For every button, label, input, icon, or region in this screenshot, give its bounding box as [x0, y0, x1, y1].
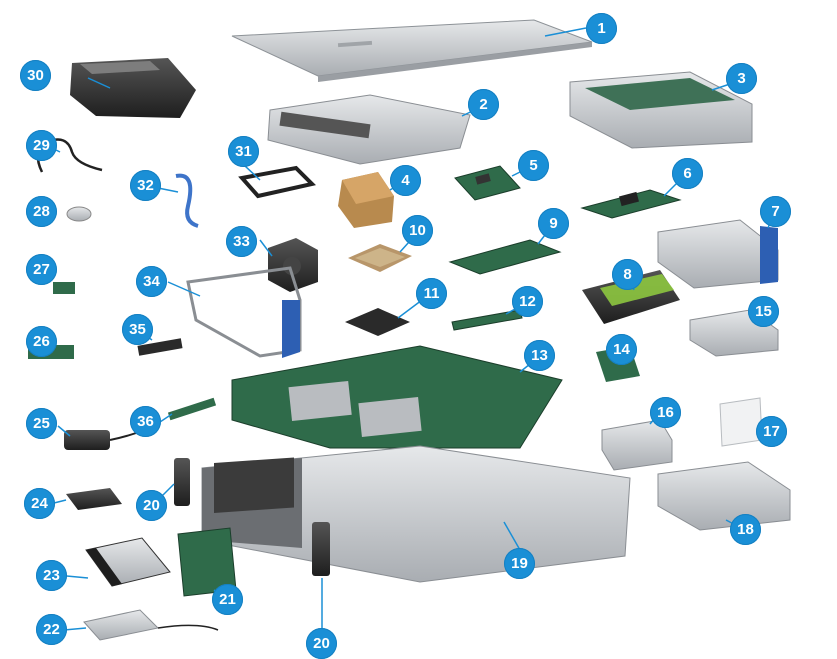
part-9-raid-card [448, 239, 562, 275]
callout-12: 12 [512, 286, 543, 317]
part-19-chassis [201, 445, 631, 583]
callout-10: 10 [402, 215, 433, 246]
part-20-rack-ear-right [312, 522, 330, 576]
callout-13: 13 [524, 340, 555, 371]
part-27-module [53, 282, 75, 294]
part-28-coin-battery [66, 206, 92, 222]
callout-22: 22 [36, 614, 67, 645]
part-8-gpu [582, 270, 680, 324]
part-1-top-cover [231, 19, 593, 82]
part-34-air-baffle [186, 266, 302, 358]
callout-11: 11 [416, 278, 447, 309]
part-36-card [167, 397, 217, 421]
callout-21: 21 [212, 584, 243, 615]
callout-20b: 20 [306, 628, 337, 659]
part-24-bracket [66, 488, 122, 510]
part-31-cpu-carrier [238, 165, 316, 199]
part-30-bracket [70, 58, 196, 118]
callout-36: 36 [130, 406, 161, 437]
callout-31: 31 [228, 136, 259, 167]
part-23-hard-drive [85, 537, 171, 587]
part-18-power-supply [657, 461, 791, 531]
part-13-motherboard [231, 345, 563, 449]
callout-19: 19 [504, 548, 535, 579]
part-20-rack-ear-left [174, 458, 190, 506]
part-2-fan-module [267, 94, 471, 165]
part-22-battery-module [83, 609, 219, 641]
callout-24: 24 [24, 488, 55, 519]
callout-20a: 20 [136, 490, 167, 521]
callout-5: 5 [518, 150, 549, 181]
part-32-cable [175, 173, 199, 228]
part-35-m2-drive [137, 338, 183, 356]
callout-25: 25 [26, 408, 57, 439]
part-6-pcie-card [580, 189, 682, 219]
callout-1: 1 [586, 13, 617, 44]
callout-9: 9 [538, 208, 569, 239]
part-5-network-card [454, 165, 521, 201]
callout-30: 30 [20, 60, 51, 91]
callout-6: 6 [672, 158, 703, 189]
callout-7: 7 [760, 196, 791, 227]
part-3-riser-cage [569, 71, 753, 149]
callout-16: 16 [650, 397, 681, 428]
part-11-socket-cover [345, 308, 410, 336]
callout-4: 4 [390, 165, 421, 196]
callout-15: 15 [748, 296, 779, 327]
part-33-fan [268, 238, 318, 292]
part-12-memory-dimm [451, 309, 523, 331]
callout-14: 14 [606, 334, 637, 365]
callout-34: 34 [136, 266, 167, 297]
part-4-heatsink [338, 172, 394, 228]
callout-2: 2 [468, 89, 499, 120]
callout-23: 23 [36, 560, 67, 591]
callout-33: 33 [226, 226, 257, 257]
callout-35: 35 [122, 314, 153, 345]
callout-17: 17 [756, 416, 787, 447]
callout-18: 18 [730, 514, 761, 545]
callout-8: 8 [612, 259, 643, 290]
callout-26: 26 [26, 326, 57, 357]
part-17-filter [719, 397, 763, 447]
part-7-riser-module [657, 219, 779, 289]
callout-29: 29 [26, 130, 57, 161]
callout-27: 27 [26, 254, 57, 285]
callout-28: 28 [26, 196, 57, 227]
callout-32: 32 [130, 170, 161, 201]
callout-3: 3 [726, 63, 757, 94]
part-10-processor [348, 244, 412, 272]
